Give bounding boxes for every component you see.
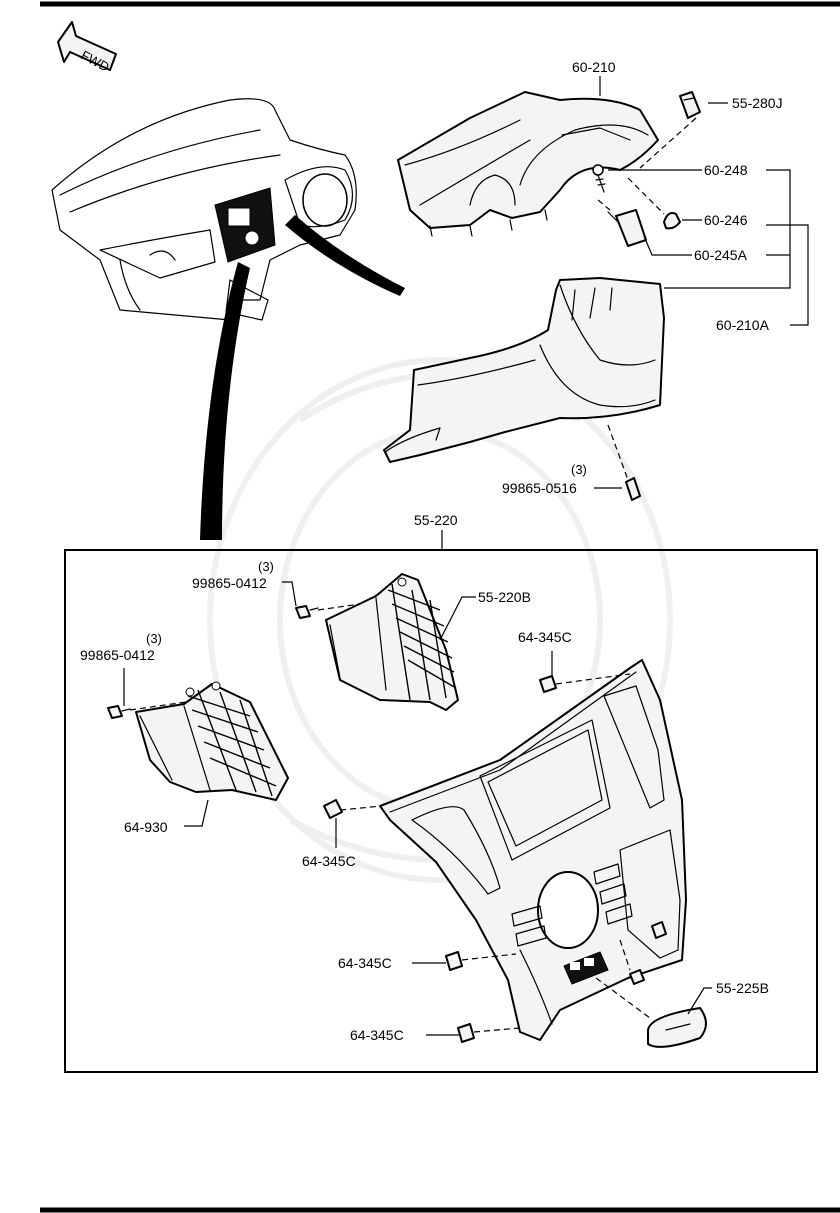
callout-64-345C-1: 64-345C [518, 629, 572, 645]
lower-column-cover [383, 277, 665, 463]
clip-on-panel [629, 921, 667, 985]
callout-60-210: 60-210 [572, 59, 616, 75]
clip-64-345C-a [539, 675, 557, 693]
callout-99865-0516: 99865-0516 [502, 480, 577, 496]
screw-99865-0412-left [107, 705, 131, 719]
clip-64-345C-d [457, 1023, 475, 1043]
inset-leader-lines [123, 581, 712, 1036]
callout-64-345C-3: 64-345C [338, 955, 392, 971]
screw-60-248 [592, 164, 606, 193]
inset-box-55-220 [64, 549, 818, 1073]
fwd-arrow-icon: FWD [57, 21, 117, 75]
callout-64-345C-4: 64-345C [350, 1027, 404, 1043]
callout-60-246: 60-246 [704, 212, 748, 228]
upper-leader-lines [594, 76, 809, 489]
qty-99865-0412-a: (3) [258, 559, 274, 574]
screw-99865-0412-upper [295, 605, 319, 619]
side-air-vent [135, 681, 289, 801]
switch-block [563, 951, 609, 985]
clip-64-345C-c [445, 951, 463, 971]
dashboard-overview-illustration [51, 98, 357, 321]
bulb-socket [679, 91, 701, 119]
callout-55-280J: 55-280J [732, 95, 783, 111]
upper-column-cover [397, 91, 659, 237]
qty-99865-0516: (3) [571, 462, 587, 477]
callout-60-245A: 60-245A [694, 247, 748, 263]
cover-55-225B [647, 1007, 707, 1048]
screw-99865-0516 [625, 477, 641, 501]
callout-99865-0412-b: 99865-0412 [80, 647, 155, 663]
qty-99865-0412-b: (3) [146, 631, 162, 646]
clip-64-345C-b [323, 799, 343, 819]
switch-60-245A [607, 209, 647, 247]
center-air-vent [325, 573, 459, 711]
callout-55-220B: 55-220B [478, 589, 531, 605]
clip-60-246 [663, 212, 681, 230]
callout-64-345C-2: 64-345C [302, 853, 356, 869]
callout-55-220: 55-220 [414, 512, 458, 528]
callout-99865-0412-a: 99865-0412 [192, 575, 267, 591]
center-console-panel [379, 659, 687, 1041]
pointer-swoosh-column [285, 215, 405, 296]
pointer-swoosh-center [200, 262, 250, 540]
callout-64-930: 64-930 [124, 819, 168, 835]
callout-60-210A: 60-210A [716, 317, 770, 333]
callout-60-248: 60-248 [704, 162, 748, 178]
callout-55-225B: 55-225B [716, 980, 769, 996]
